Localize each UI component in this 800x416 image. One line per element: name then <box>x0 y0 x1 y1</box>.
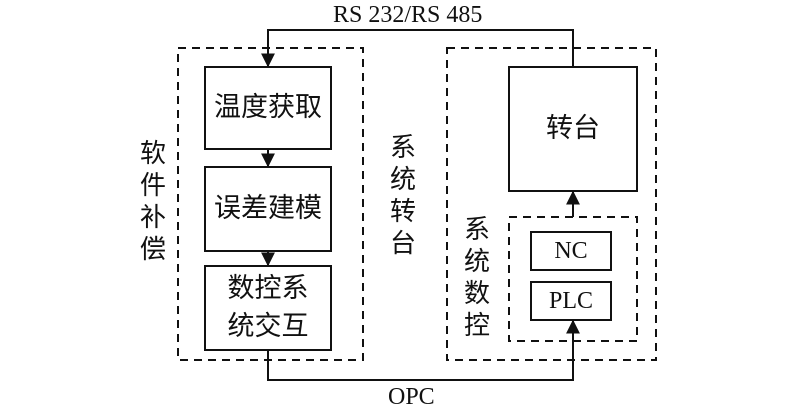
turntable-system-label: 系统转台 <box>389 133 416 259</box>
temperature-acquisition-text: 温度获取 <box>214 92 322 123</box>
software-compensation-label: 软件补偿 <box>139 139 166 265</box>
cnc-interaction-text: 数控系统交互 <box>227 273 309 342</box>
cnc-system-label: 系统数控 <box>463 215 490 341</box>
nc-block <box>530 231 612 271</box>
turntable-text: 转台 <box>546 113 600 144</box>
serial-link-line <box>261 29 574 68</box>
plc-text: PLC <box>548 288 593 314</box>
opc-link-label: OPC <box>388 384 435 410</box>
temperature-acquisition-block <box>204 66 332 150</box>
opc-link-line <box>267 319 580 381</box>
cnc-interaction-block <box>204 265 332 351</box>
error-modeling-text: 误差建模 <box>214 193 322 224</box>
turntable-system-group <box>446 47 657 361</box>
serial-link-label: RS 232/RS 485 <box>333 2 483 28</box>
software-compensation-group <box>177 47 364 361</box>
nc-text: NC <box>554 238 588 264</box>
